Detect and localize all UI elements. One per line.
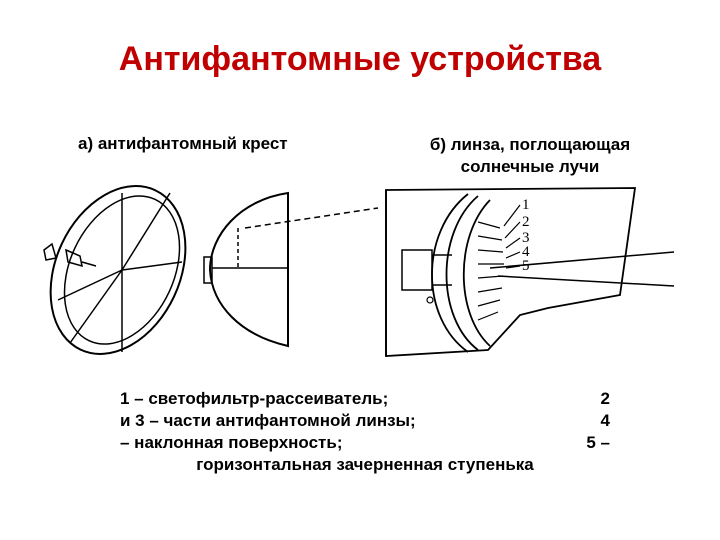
legend-text: и 3 – части антифантомной линзы;	[120, 411, 416, 430]
legend-text: – наклонная поверхность;	[120, 433, 343, 452]
legend-text: 4	[600, 411, 610, 430]
lens-part-numbers: 1 2 3 4 5	[522, 197, 530, 274]
headlight-front-view	[43, 185, 187, 355]
caption-cross: а) антифантомный крест	[78, 134, 288, 153]
legend-text: 5 –	[586, 433, 610, 452]
caption-lens-line2: солнечные лучи	[460, 157, 600, 176]
technical-drawing: 1 2 3 4 5	[43, 185, 675, 357]
part-number-4: 4	[522, 244, 530, 260]
part-number-1: 1	[522, 197, 530, 213]
part-number-5: 5	[522, 258, 530, 274]
legend-text: горизонтальная зачерненная ступенька	[196, 455, 534, 474]
caption-lens: б) линза, поглощающая солнечные лучи	[400, 134, 660, 178]
legend-line-3: – наклонная поверхность; 5 –	[120, 432, 610, 454]
part-number-2: 2	[522, 214, 530, 230]
lens-assembly	[385, 187, 675, 357]
caption-lens-line1: б) линза, поглощающая	[429, 135, 631, 154]
legend-text: 1 – светофильтр-рассеиватель;	[120, 389, 389, 408]
headlight-side-view	[203, 191, 379, 348]
legend-text: 2	[600, 389, 610, 408]
part-number-3: 3	[522, 230, 530, 246]
legend-line-1: 1 – светофильтр-рассеиватель; 2	[120, 388, 610, 410]
slide-title: Антифантомные устройства	[118, 40, 602, 78]
legend-line-2: и 3 – части антифантомной линзы; 4	[120, 410, 610, 432]
legend: 1 – светофильтр-рассеиватель; 2 и 3 – ча…	[120, 388, 610, 476]
legend-line-4: горизонтальная зачерненная ступенька	[120, 454, 610, 476]
